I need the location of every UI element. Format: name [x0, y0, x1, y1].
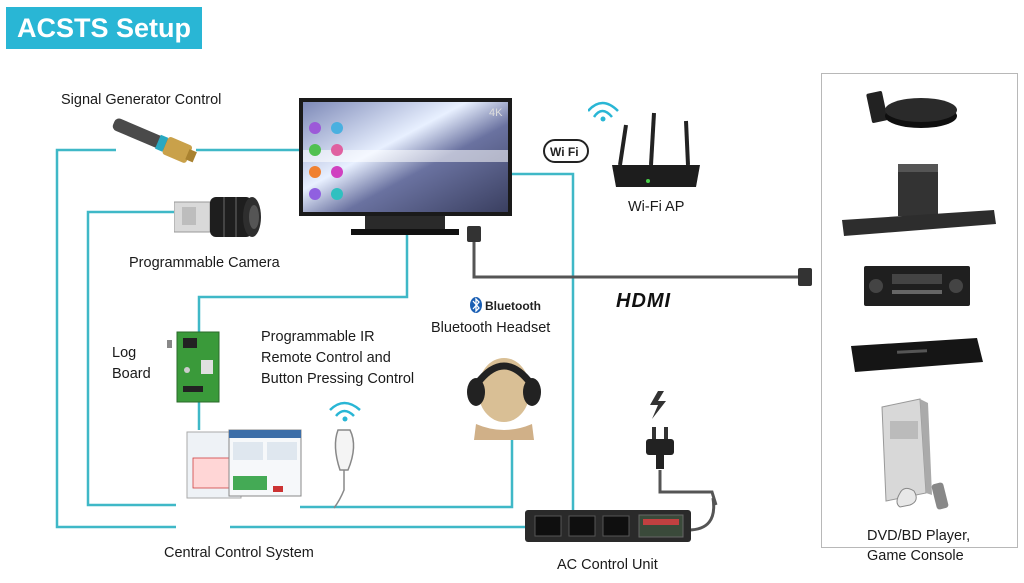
tv-corner-text: 4K: [489, 107, 503, 119]
tv-icon: 4K: [299, 98, 512, 235]
central-control-screens-icon: [186, 429, 302, 499]
wire-tv-ac: [510, 172, 575, 514]
ir-remote-label-3: Button Pressing Control: [261, 371, 415, 387]
streaming-box-icon: [866, 91, 957, 128]
power-plug-icon: [646, 391, 674, 469]
log-board-label-2: Board: [112, 366, 151, 382]
ir-remote-icon: [329, 401, 361, 509]
wifi-logo-text: Wi Fi: [550, 145, 579, 159]
hdmi-plug-right: [798, 268, 812, 286]
wire-bt-central: [300, 438, 514, 509]
wifi-certified-logo: Wi Fi: [543, 139, 589, 163]
soundbar-icon: [842, 164, 996, 236]
wifi-router-icon: [588, 101, 700, 187]
ir-remote-label-1: Programmable IR: [261, 329, 375, 345]
wire-camera: [86, 210, 178, 507]
wire-tv-logboard: [197, 232, 409, 335]
wire-signal-generator: [55, 148, 176, 529]
bluetooth-headset-label: Bluetooth Headset: [431, 320, 551, 336]
ac-power-cord: [687, 497, 716, 532]
hdmi-plug-left: [467, 226, 481, 242]
ir-remote-label-2: Remote Control and: [261, 350, 391, 366]
plug-cord: [658, 470, 718, 506]
camera-label: Programmable Camera: [129, 255, 280, 271]
signal-generator-label: Signal Generator Control: [61, 92, 222, 108]
bluray-player-icon: [851, 338, 983, 372]
bluetooth-logo: Bluetooth: [470, 297, 541, 313]
bluetooth-logo-text: Bluetooth: [485, 299, 541, 313]
log-board-icon: [167, 331, 220, 403]
ac-control-unit-icon: [525, 510, 691, 542]
page-title: ACSTS Setup: [6, 7, 202, 49]
game-console-icon: [881, 398, 949, 510]
hdmi-cable: [472, 240, 800, 279]
hdmi-logo: HDMI: [616, 290, 672, 312]
signal-generator-icon: [112, 118, 197, 163]
headset-icon: [467, 358, 541, 440]
players-label-2: Game Console: [867, 548, 964, 564]
wifi-ap-label: Wi-Fi AP: [628, 199, 685, 215]
players-label-1: DVD/BD Player,: [867, 528, 971, 544]
ac-control-label: AC Control Unit: [557, 557, 658, 573]
log-board-label-1: Log: [112, 345, 137, 361]
central-control-label: Central Control System: [164, 545, 314, 561]
av-receiver-icon: [864, 266, 970, 306]
camera-icon: [174, 197, 261, 237]
